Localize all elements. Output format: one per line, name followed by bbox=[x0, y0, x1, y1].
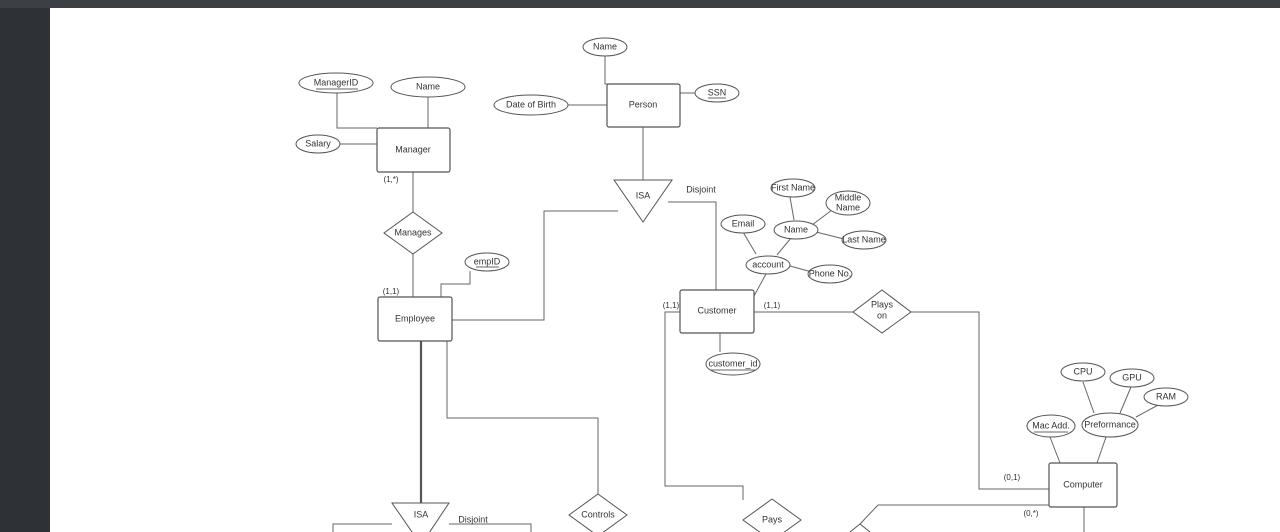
attr-salary-label: Salary bbox=[305, 138, 331, 148]
isa-bottom-label: ISA bbox=[414, 509, 429, 519]
cardinality-customer-plays-on: (1,1) bbox=[764, 301, 781, 310]
cardinality-computer-plays-on: (0,1) bbox=[1004, 473, 1021, 482]
attr-preformance-label: Preformance bbox=[1084, 419, 1136, 429]
attr-phone-no-label: Phone No. bbox=[809, 268, 852, 278]
attr-manager-id[interactable]: ManagerID bbox=[298, 72, 374, 94]
attr-email-label: Email bbox=[732, 218, 755, 228]
attr-customer-id[interactable]: customer_id bbox=[705, 352, 761, 376]
attr-phone-no[interactable]: Phone No. bbox=[807, 264, 853, 284]
attr-customer-name[interactable]: Name bbox=[773, 220, 819, 240]
entity-computer-label: Computer bbox=[1063, 479, 1103, 489]
cardinality-computer-lower: (0,*) bbox=[1023, 509, 1038, 518]
entity-person[interactable]: Person bbox=[606, 83, 681, 128]
isa-top-label: ISA bbox=[636, 190, 651, 200]
isa-top[interactable]: ISA bbox=[613, 179, 673, 223]
attr-mac-add[interactable]: Mac Add. bbox=[1026, 414, 1076, 438]
cardinality-customer-left: (1,1) bbox=[663, 301, 680, 310]
rel-controls[interactable]: Controls bbox=[568, 493, 628, 532]
attr-emp-id-label: empID bbox=[474, 256, 501, 266]
attr-salary[interactable]: Salary bbox=[295, 134, 341, 154]
attr-date-of-birth-label: Date of Birth bbox=[506, 99, 556, 109]
attr-preformance[interactable]: Preformance bbox=[1081, 412, 1139, 438]
entity-manager-label: Manager bbox=[395, 144, 431, 154]
attr-manager-id-label: ManagerID bbox=[314, 77, 359, 87]
attr-gpu-label: GPU bbox=[1122, 372, 1142, 382]
cardinality-manager-manages: (1,*) bbox=[383, 175, 398, 184]
rel-plays-on[interactable]: Plays on bbox=[852, 289, 912, 334]
attr-date-of-birth[interactable]: Date of Birth bbox=[493, 94, 569, 116]
attr-middle-name[interactable]: Middle Name bbox=[825, 190, 871, 216]
entity-employee[interactable]: Employee bbox=[377, 296, 453, 342]
rel-plays-on-label-1: Plays bbox=[871, 299, 894, 309]
attr-person-name[interactable]: Name bbox=[582, 37, 628, 57]
attr-customer-id-label: customer_id bbox=[708, 358, 757, 368]
attr-ram[interactable]: RAM bbox=[1143, 387, 1189, 407]
attr-mac-add-label: Mac Add. bbox=[1032, 420, 1070, 430]
entity-employee-label: Employee bbox=[395, 313, 435, 323]
attr-customer-name-label: Name bbox=[784, 224, 808, 234]
attr-last-name-label: Last Name bbox=[842, 234, 886, 244]
attr-ram-label: RAM bbox=[1156, 391, 1176, 401]
attr-gpu[interactable]: GPU bbox=[1109, 368, 1155, 388]
isa-top-constraint: Disjoint bbox=[686, 184, 716, 194]
rel-pays[interactable]: Pays bbox=[742, 498, 802, 532]
isa-bottom[interactable]: ISA bbox=[332, 502, 532, 532]
rel-manages[interactable]: Manages bbox=[383, 211, 443, 255]
entity-customer[interactable]: Customer bbox=[679, 289, 755, 334]
rel-plays-on-label-2: on bbox=[877, 310, 887, 320]
entity-computer[interactable]: Computer bbox=[1048, 462, 1118, 508]
entity-customer-label: Customer bbox=[697, 305, 736, 315]
attr-ssn-label: SSN bbox=[708, 87, 727, 97]
rel-controls-label: Controls bbox=[581, 509, 615, 519]
cardinality-employee-manages: (1,1) bbox=[383, 287, 400, 296]
attr-middle-name-label-1: Middle bbox=[835, 192, 862, 202]
attr-person-name-label: Name bbox=[593, 41, 617, 51]
er-diagram: Person Manager Employee Customer Compute… bbox=[295, 37, 1189, 532]
attr-email[interactable]: Email bbox=[720, 214, 766, 234]
attr-manager-name[interactable]: Name bbox=[390, 76, 466, 98]
attr-last-name[interactable]: Last Name bbox=[841, 230, 887, 250]
entity-manager[interactable]: Manager bbox=[376, 127, 451, 173]
attr-middle-name-label-2: Name bbox=[836, 202, 860, 212]
entity-person-label: Person bbox=[629, 99, 658, 109]
rel-partial-lower[interactable] bbox=[840, 523, 880, 532]
attr-emp-id[interactable]: empID bbox=[464, 252, 510, 272]
isa-bottom-constraint: Disjoint bbox=[458, 514, 488, 524]
attr-account[interactable]: account bbox=[745, 255, 791, 275]
left-gutter bbox=[0, 8, 50, 532]
attr-cpu-label: CPU bbox=[1073, 366, 1092, 376]
connector-lines bbox=[336, 56, 1161, 532]
rel-manages-label: Manages bbox=[394, 227, 432, 237]
rel-pays-label: Pays bbox=[762, 514, 783, 524]
attr-first-name[interactable]: First Name bbox=[770, 178, 816, 198]
attr-first-name-label: First Name bbox=[771, 182, 815, 192]
diagram-canvas[interactable]: Person Manager Employee Customer Compute… bbox=[50, 8, 1280, 532]
attr-account-label: account bbox=[752, 259, 784, 269]
attr-manager-name-label: Name bbox=[416, 81, 440, 91]
attr-cpu[interactable]: CPU bbox=[1060, 362, 1106, 382]
attr-ssn[interactable]: SSN bbox=[694, 83, 740, 103]
window-top-bar bbox=[0, 0, 1280, 8]
